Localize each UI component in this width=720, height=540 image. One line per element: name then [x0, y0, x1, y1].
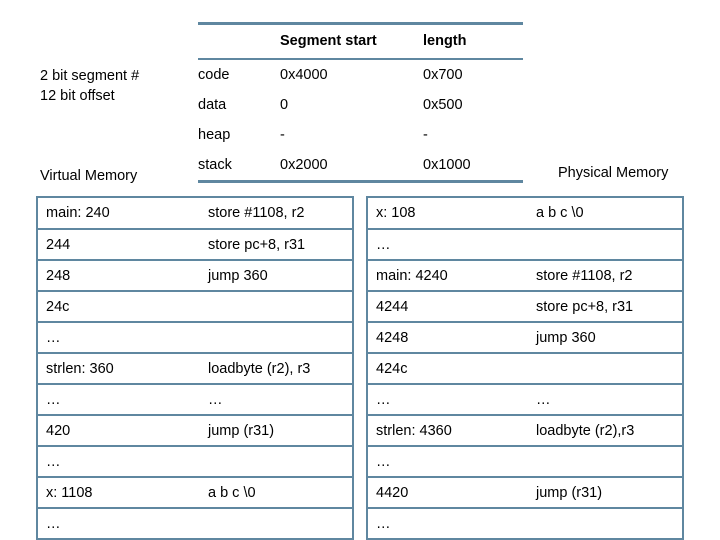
- table-row: 424c: [368, 353, 682, 385]
- segment-length-cell: 0x700: [423, 67, 463, 83]
- segment-table: Segment start length code 0x4000 0x700 data…: [198, 22, 523, 183]
- table-row: ……: [38, 384, 352, 416]
- memory-address-cell: …: [368, 508, 528, 540]
- memory-content-cell: [200, 291, 352, 323]
- segment-row: data 0 0x500: [198, 90, 523, 120]
- table-row: …: [38, 508, 352, 540]
- virtual-memory-label: Virtual Memory: [40, 168, 138, 184]
- memory-address-cell: …: [38, 508, 200, 540]
- memory-content-cell: [528, 229, 682, 261]
- memory-address-cell: main: 4240: [368, 260, 528, 292]
- memory-address-cell: …: [368, 384, 528, 416]
- memory-address-cell: 424c: [368, 353, 528, 385]
- segment-name-cell: code: [198, 67, 230, 83]
- memory-address-cell: 4420: [368, 477, 528, 509]
- segment-row: code 0x4000 0x700: [198, 59, 523, 90]
- memory-address-cell: …: [368, 446, 528, 478]
- segment-row: heap - -: [198, 120, 523, 150]
- table-row: 24c: [38, 291, 352, 323]
- segment-start-cell: 0: [280, 97, 289, 113]
- segment-start-cell: 0x2000: [280, 157, 328, 173]
- segment-length-cell: 0x1000: [423, 157, 471, 173]
- memory-address-cell: …: [368, 229, 528, 261]
- memory-address-cell: …: [38, 446, 200, 478]
- memory-content-cell: store pc+8, r31: [528, 291, 682, 323]
- memory-address-cell: 24c: [38, 291, 200, 323]
- memory-content-cell: [528, 353, 682, 385]
- table-row: …: [368, 229, 682, 261]
- memory-content-cell: [200, 508, 352, 540]
- memory-content-cell: a b c \0: [528, 198, 682, 230]
- memory-address-cell: 4244: [368, 291, 528, 323]
- memory-content-cell: store #1108, r2: [200, 198, 352, 230]
- segment-row: stack 0x2000 0x1000: [198, 150, 523, 182]
- memory-content-cell: store #1108, r2: [528, 260, 682, 292]
- segment-start-cell: -: [280, 127, 285, 143]
- memory-content-cell: [200, 446, 352, 478]
- memory-content-cell: jump (r31): [528, 477, 682, 509]
- memory-content-cell: [528, 508, 682, 540]
- segment-name-cell: data: [198, 97, 227, 113]
- memory-address-cell: 4248: [368, 322, 528, 354]
- memory-address-cell: strlen: 360: [38, 353, 200, 385]
- segment-bits-line: 2 bit segment #: [40, 68, 140, 84]
- segment-header-length: length: [423, 33, 467, 49]
- physical-memory-label: Physical Memory: [558, 165, 669, 181]
- memory-content-cell: a b c \0: [200, 477, 352, 509]
- segment-name-cell: heap: [198, 127, 231, 143]
- memory-address-cell: …: [38, 384, 200, 416]
- addressing-note: 2 bit segment # 12 bit offset: [40, 66, 139, 106]
- memory-address-cell: x: 1108: [38, 477, 200, 509]
- memory-address-cell: 248: [38, 260, 200, 292]
- memory-address-cell: 244: [38, 229, 200, 261]
- table-row: …: [38, 322, 352, 354]
- memory-address-cell: …: [38, 322, 200, 354]
- segment-header-start: Segment start: [280, 33, 377, 49]
- memory-content-cell: [528, 446, 682, 478]
- table-row: …: [368, 508, 682, 540]
- memory-address-cell: main: 240: [38, 198, 200, 230]
- segment-name-cell: stack: [198, 157, 232, 173]
- memory-content-cell: loadbyte (r2),r3: [528, 415, 682, 447]
- memory-content-cell: [200, 322, 352, 354]
- memory-content-cell: …: [528, 384, 682, 416]
- memory-address-cell: x: 108: [368, 198, 528, 230]
- segment-header-name: [198, 24, 280, 60]
- table-row: …: [368, 446, 682, 478]
- memory-content-cell: …: [200, 384, 352, 416]
- memory-address-cell: 420: [38, 415, 200, 447]
- segment-length-cell: -: [423, 127, 428, 143]
- memory-content-cell: jump 360: [200, 260, 352, 292]
- segment-start-cell: 0x4000: [280, 67, 328, 83]
- memory-address-cell: strlen: 4360: [368, 415, 528, 447]
- table-row: …: [38, 446, 352, 478]
- memory-content-cell: loadbyte (r2), r3: [200, 353, 352, 385]
- memory-content-cell: jump (r31): [200, 415, 352, 447]
- offset-bits-line: 12 bit offset: [40, 88, 115, 104]
- segment-table-header-row: Segment start length: [198, 23, 523, 60]
- memory-content-cell: store pc+8, r31: [200, 229, 352, 261]
- memory-content-cell: jump 360: [528, 322, 682, 354]
- segment-length-cell: 0x500: [423, 97, 463, 113]
- table-row: ……: [368, 384, 682, 416]
